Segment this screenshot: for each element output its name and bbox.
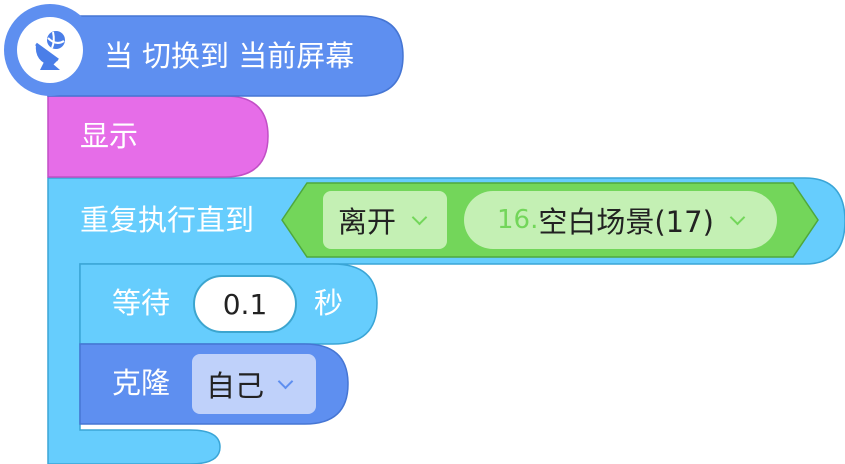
- wait-unit-label: 秒: [314, 286, 344, 320]
- scene-dropdown[interactable]: 16. 空白场景(17): [464, 191, 777, 249]
- repeat-until-label: 重复执行直到: [80, 203, 255, 237]
- wait-label: 等待: [112, 286, 171, 320]
- chevron-down-icon: [277, 373, 294, 389]
- show-block[interactable]: [47, 95, 269, 178]
- satellite-dish-icon: [35, 31, 65, 70]
- event-dropdown[interactable]: 离开: [323, 191, 447, 249]
- event-dropdown-value: 离开: [338, 205, 397, 239]
- clone-target-dropdown[interactable]: 自己: [192, 354, 316, 414]
- clone-target-value: 自己: [206, 369, 265, 403]
- hat-block[interactable]: [47, 15, 404, 97]
- hat-event-label: 切换到 当前屏幕: [142, 39, 355, 73]
- chevron-down-icon: [411, 209, 428, 225]
- hat-icon-badge: [17, 17, 83, 83]
- show-label: 显示: [80, 119, 139, 153]
- hat-when-label: 当: [104, 39, 134, 73]
- scene-name: 空白场景(17): [538, 205, 714, 239]
- clone-label: 克隆: [112, 366, 171, 400]
- scene-number: 16.: [497, 205, 539, 235]
- wait-seconds-input[interactable]: 0.1: [193, 275, 297, 333]
- chevron-down-icon: [729, 209, 746, 225]
